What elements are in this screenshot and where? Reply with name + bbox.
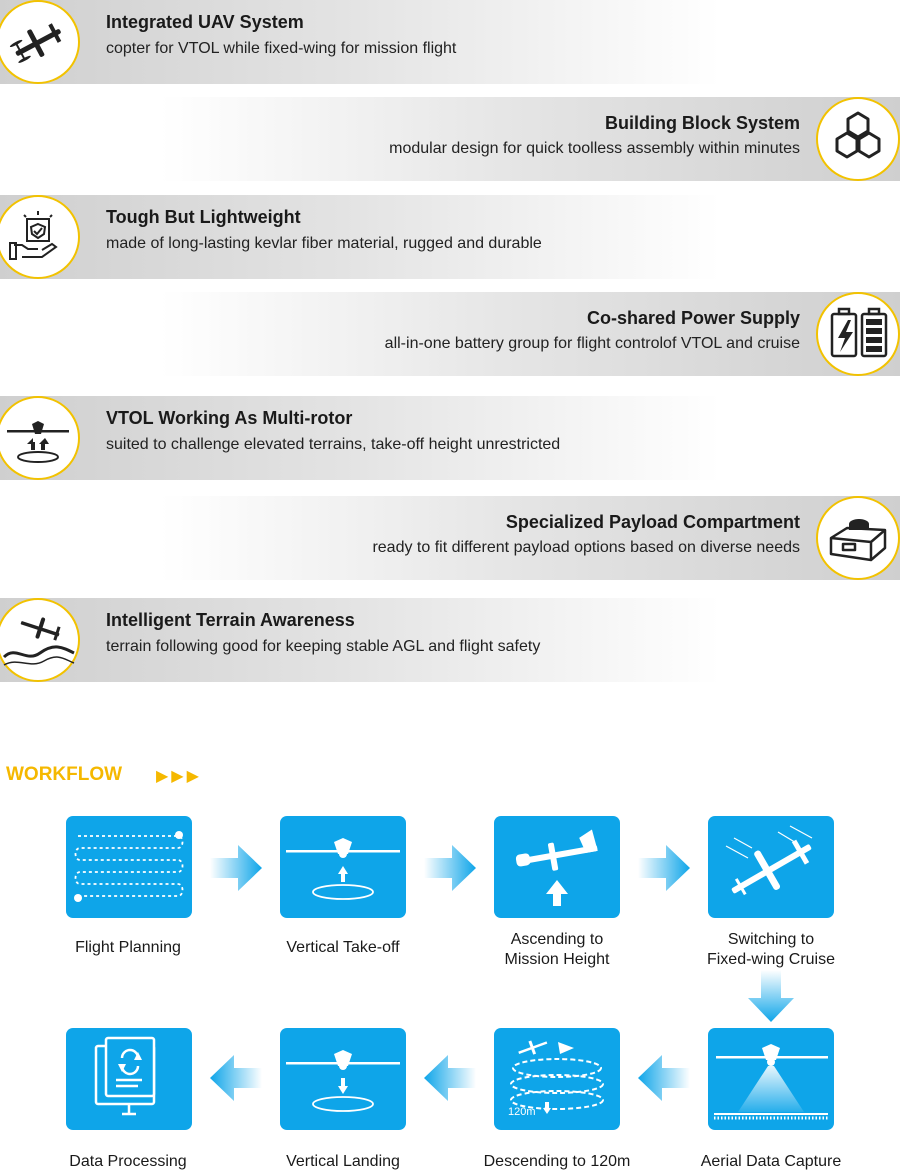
arrow-left-icon bbox=[210, 1055, 262, 1101]
feature-band bbox=[0, 0, 720, 84]
step-flight-planning bbox=[66, 816, 192, 918]
step-label-line2: Fixed-wing Cruise bbox=[706, 951, 836, 968]
feature-desc: suited to challenge elevated terrains, t… bbox=[106, 436, 561, 453]
feature-vtol-multirotor: VTOL Working As Multi-rotor suited to ch… bbox=[0, 396, 900, 480]
step-label-line1: Ascending to bbox=[510, 931, 604, 948]
step-vertical-landing bbox=[280, 1028, 406, 1130]
hexagon-blocks-icon bbox=[835, 111, 881, 159]
arrow-right-icon bbox=[638, 845, 690, 891]
feature-band bbox=[160, 496, 900, 580]
feature-icon-circle bbox=[816, 292, 900, 376]
workflow-title: WORKFLOW bbox=[6, 764, 123, 785]
feature-title: VTOL Working As Multi-rotor bbox=[106, 408, 353, 428]
arrow-left-icon bbox=[424, 1055, 476, 1101]
feature-icon-circle bbox=[816, 496, 900, 580]
camera-capture-icon bbox=[714, 1044, 828, 1120]
feature-co-shared-power: Co-shared Power Supply all-in-one batter… bbox=[0, 292, 900, 376]
route-planning-icon bbox=[74, 831, 184, 902]
feature-band bbox=[0, 195, 720, 279]
feature-band bbox=[160, 292, 900, 376]
feature-title: Co-shared Power Supply bbox=[586, 308, 800, 328]
feature-tough-lightweight: Tough But Lightweight made of long-lasti… bbox=[0, 195, 900, 279]
landing-icon bbox=[286, 1050, 400, 1112]
step-label: Descending to 120m bbox=[483, 1153, 631, 1170]
feature-integrated-uav: Integrated UAV System copter for VTOL wh… bbox=[0, 0, 900, 84]
terrain-icon bbox=[2, 617, 75, 666]
step-label: Switching to Fixed-wing Cruise bbox=[671, 930, 871, 970]
cruise-icon bbox=[725, 825, 813, 896]
feature-icon-circle bbox=[0, 396, 80, 480]
feature-title: Intelligent Terrain Awareness bbox=[106, 610, 355, 630]
feature-desc: all-in-one battery group for flight cont… bbox=[384, 335, 800, 352]
feature-building-block: Building Block System modular design for… bbox=[0, 97, 900, 181]
step-vertical-takeoff bbox=[280, 816, 406, 918]
vtol-drone-icon bbox=[9, 23, 62, 63]
arrow-right-icon bbox=[210, 845, 262, 891]
descending-spiral-icon bbox=[510, 1040, 604, 1114]
takeoff-icon bbox=[286, 838, 400, 900]
feature-desc: ready to fit different payload options b… bbox=[372, 539, 800, 556]
step-label: Aerial Data Capture bbox=[700, 1153, 842, 1170]
step-label: Vertical Landing bbox=[286, 1153, 400, 1170]
feature-title: Tough But Lightweight bbox=[106, 207, 301, 227]
feature-icon-circle bbox=[0, 598, 80, 682]
step-descending: 120m bbox=[494, 1028, 620, 1130]
hand-shield-icon bbox=[9, 211, 58, 260]
step-label-line2: Mission Height bbox=[504, 951, 610, 968]
feature-terrain-awareness: Intelligent Terrain Awareness terrain fo… bbox=[0, 598, 900, 682]
step-label: Data Processing bbox=[69, 1153, 187, 1170]
feature-band bbox=[160, 97, 900, 181]
arrow-left-icon bbox=[638, 1055, 690, 1101]
step-label: Flight Planning bbox=[75, 939, 181, 956]
step-ascending bbox=[494, 816, 620, 918]
step-label: Vertical Take-off bbox=[286, 939, 400, 956]
feature-icon-circle bbox=[0, 0, 80, 84]
step-label-line1: Switching to bbox=[727, 931, 815, 948]
arrow-down-icon bbox=[748, 970, 794, 1022]
feature-desc: terrain following good for keeping stabl… bbox=[106, 638, 541, 655]
feature-icon-circle bbox=[816, 97, 900, 181]
feature-desc: modular design for quick toolless assemb… bbox=[389, 140, 800, 157]
altitude-badge: 120m bbox=[508, 1106, 536, 1118]
feature-desc: copter for VTOL while fixed-wing for mis… bbox=[106, 40, 457, 57]
feature-title: Integrated UAV System bbox=[106, 12, 304, 32]
arrow-right-icon bbox=[424, 845, 476, 891]
feature-desc: made of long-lasting kevlar fiber materi… bbox=[106, 235, 542, 252]
feature-band bbox=[0, 396, 720, 480]
step-aerial-capture bbox=[708, 1028, 834, 1130]
step-data-processing bbox=[66, 1028, 192, 1130]
feature-title: Specialized Payload Compartment bbox=[505, 512, 800, 532]
feature-title: Building Block System bbox=[604, 113, 800, 133]
feature-payload-compartment: Specialized Payload Compartment ready to… bbox=[0, 496, 900, 580]
multirotor-icon bbox=[7, 421, 69, 463]
feature-icon-circle bbox=[0, 195, 80, 279]
ascending-icon bbox=[515, 829, 598, 906]
computer-processing-icon bbox=[94, 1036, 156, 1116]
step-label: Ascending to Mission Height bbox=[457, 930, 657, 970]
workflow-arrows-icon: ▶▶▶ bbox=[156, 768, 202, 785]
feature-band bbox=[0, 598, 720, 682]
step-cruise bbox=[708, 816, 834, 918]
battery-icon bbox=[830, 307, 888, 358]
payload-box-icon bbox=[829, 519, 887, 562]
